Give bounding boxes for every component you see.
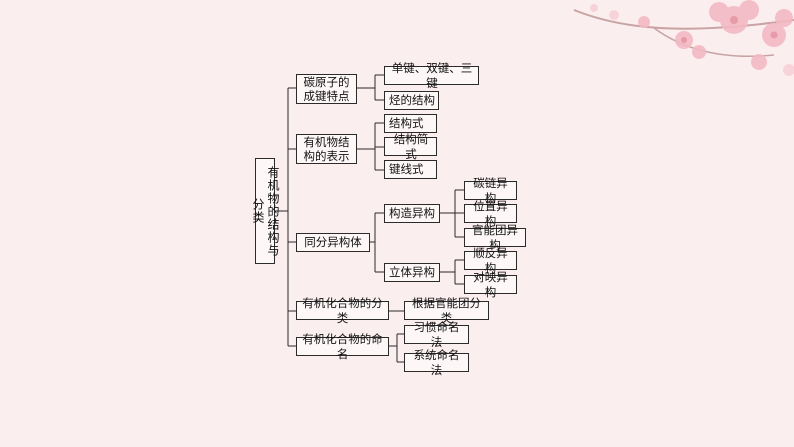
node-common-naming: 习惯命名法 — [404, 320, 469, 349]
node-isomers: 同分异构体 — [296, 233, 370, 252]
node-chain-isomer: 碳链异构 — [464, 176, 517, 205]
node-hydrocarbon-structure: 烃的结构 — [384, 91, 439, 110]
node-condensed-formula: 结构简式 — [384, 132, 437, 161]
node-structure-representation: 有机物结 构的表示 — [296, 134, 357, 164]
node-by-functional-group: 根据官能团分类 — [404, 296, 489, 325]
node-enantiomer: 对映异构 — [464, 270, 517, 299]
node-cis-trans-isomer: 顺反异构 — [464, 246, 517, 275]
node-bond-types: 单键、双键、三键 — [384, 61, 479, 90]
node-position-isomer: 位置异构 — [464, 199, 517, 228]
root-node: 有机物的结构与分类 — [251, 158, 280, 264]
node-functional-group-isomer: 官能团异构 — [464, 223, 526, 252]
node-structural-formula: 结构式 — [384, 114, 437, 133]
node-constitutional-isomer: 构造异构 — [384, 204, 440, 223]
node-carbon-bonding: 碳原子的 成键特点 — [296, 74, 357, 104]
node-systematic-naming: 系统命名法 — [404, 348, 469, 377]
node-naming: 有机化合物的命名 — [296, 332, 389, 361]
node-skeletal-formula: 键线式 — [384, 160, 437, 179]
node-stereo-isomer: 立体异构 — [384, 263, 440, 282]
cherry-blossom-decoration — [573, 0, 794, 76]
node-classification: 有机化合物的分类 — [296, 296, 389, 325]
